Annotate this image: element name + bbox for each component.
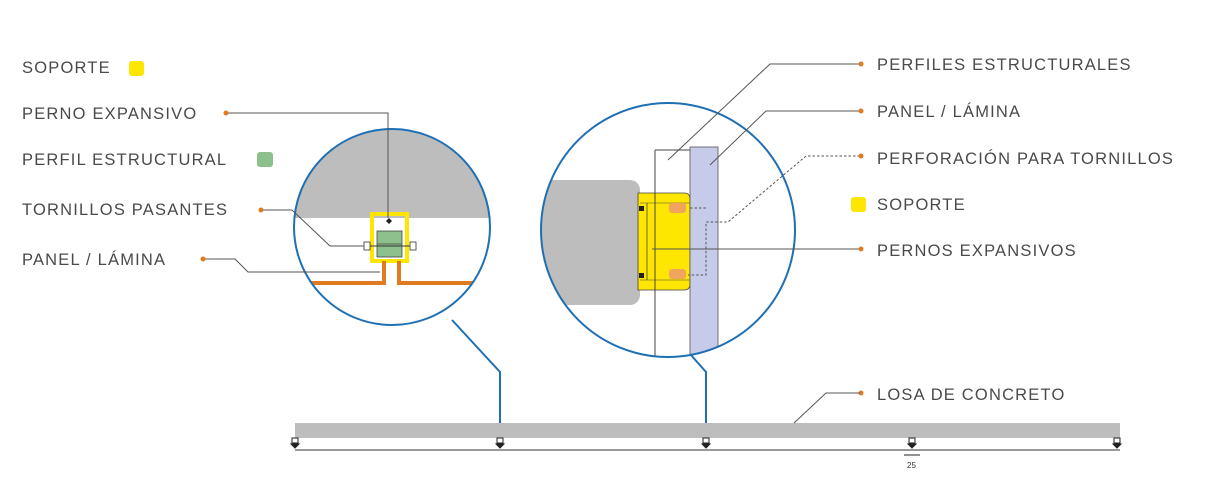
dimension-label: 25 [907, 461, 916, 470]
support-bracket [370, 212, 409, 263]
expansion-bolt-top [639, 206, 644, 211]
perforation-bottom [669, 269, 686, 279]
concrete-slab: 25 [289, 319, 1123, 470]
expansion-bolt-mark [386, 218, 392, 224]
label-tornillos-pasantes: TORNILLOS PASANTES [22, 201, 228, 219]
slab-anchors [289, 437, 1123, 456]
concrete-ceiling [294, 129, 490, 218]
label-soporte-right: SOPORTE [877, 196, 966, 214]
legend-swatch-soporte [129, 61, 144, 76]
left-circle-outline [293, 128, 491, 326]
perforation-top [669, 203, 686, 213]
label-losa-de-concreto: LOSA DE CONCRETO [877, 386, 1066, 404]
right-circle-outline [540, 102, 796, 358]
label-perforacion: PERFORACIÓN PARA TORNILLOS [877, 149, 1174, 168]
label-pernos-expansivos: PERNOS EXPANSIVOS [877, 242, 1077, 260]
legend-swatch-soporte-right [851, 197, 866, 212]
legend-swatch-perfil [257, 152, 273, 167]
label-panel-lamina-left: PANEL / LÁMINA [22, 250, 166, 269]
label-perfiles-estructurales: PERFILES ESTRUCTURALES [877, 56, 1132, 74]
slab-body [295, 423, 1120, 438]
right-callout-connector [689, 353, 707, 423]
label-soporte-left: SOPORTE [22, 59, 111, 77]
perforation-leader [688, 155, 860, 276]
right-leader-dots [858, 61, 864, 396]
right-leaders [652, 63, 860, 250]
left-callout-connector [451, 319, 501, 423]
label-perno-expansivo: PERNO EXPANSIVO [22, 105, 197, 123]
left-leader-dots [200, 110, 264, 262]
concrete-slab-section [541, 180, 640, 305]
panel-sheet-right [689, 146, 719, 357]
label-perfil-estructural: PERFIL ESTRUCTURAL [22, 151, 227, 169]
left-leaders [204, 112, 389, 273]
right-detail-circle [540, 102, 796, 358]
label-panel-lamina-right: PANEL / LÁMINA [877, 102, 1021, 121]
expansion-bolt-bottom [639, 273, 644, 278]
left-detail-circle [293, 128, 491, 326]
